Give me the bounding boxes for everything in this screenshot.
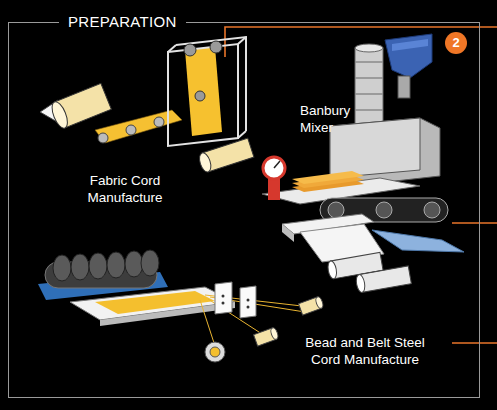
banbury-mixer-part: [282, 224, 294, 242]
banbury-mixer-part: [355, 48, 383, 128]
fabric-cord-machine-part: [49, 83, 111, 130]
banbury-mixer-part: [392, 39, 428, 51]
steel-cord-machine-part: [222, 302, 225, 305]
part-label: Fabric Cord Manufacture: [68, 172, 182, 206]
steel-cord-machine-part: [222, 295, 225, 298]
fabric-cord-machine-part: [184, 44, 196, 56]
banbury-mixer: [262, 34, 464, 293]
banbury-mixer-part: [376, 202, 392, 218]
banbury-mixer-part: [372, 230, 464, 252]
fabric-cord-machine-part-part: [49, 100, 71, 130]
leader-lines: [225, 27, 497, 343]
fabric-cord-machine-part: [168, 37, 246, 146]
fabric-cord-machine-part: [197, 138, 254, 173]
section-heading: PREPARATION: [59, 13, 186, 31]
banbury-mixer-part: [330, 118, 420, 178]
fabric-cord-machine-part-part: [168, 44, 238, 146]
banbury-mixer-part: [355, 44, 383, 52]
steel-cord-machine-part: [247, 299, 250, 302]
steel-cord-machine-part: [215, 282, 232, 314]
steel-cord-machine-part: [125, 251, 143, 277]
banbury-mixer-part: [385, 34, 432, 78]
banbury-mixer-part: [263, 157, 285, 179]
banbury-mixer-part: [398, 76, 410, 98]
steel-cord-machine-part: [141, 250, 159, 276]
fabric-cord-machine-part: [210, 41, 222, 53]
fabric-cord-machine-part: [185, 47, 222, 136]
step-badge: 2: [445, 32, 467, 54]
leader-lines-part: [452, 222, 497, 224]
steel-cord-machine-part: [240, 286, 256, 318]
banbury-mixer-part: [355, 62, 383, 110]
fabric-cord-machine-part: [126, 125, 136, 135]
steel-cord-machine-part: [53, 255, 71, 281]
banbury-mixer-part: [328, 202, 344, 218]
banbury-mixer-part-part: [327, 260, 338, 279]
fabric-cord-machine-part: [98, 133, 108, 143]
callout-number: 2: [452, 36, 459, 50]
fabric-cord-machine-part: [195, 91, 205, 101]
part-label: Banbury Mixer: [300, 102, 372, 136]
banbury-mixer-part-part: [359, 266, 411, 292]
banbury-mixer-part: [274, 161, 280, 168]
leader-lines-part: [452, 342, 497, 344]
banbury-mixer-part: [424, 202, 440, 218]
part-label: Bead and Belt Steel Cord Manufacture: [296, 334, 434, 368]
steel-cord-machine-part: [71, 254, 89, 280]
steel-cord-machine-part-part: [315, 296, 325, 309]
fabric-cord-machine: [40, 37, 254, 173]
steel-cord-machine-part: [299, 296, 325, 315]
steel-cord-machine-part: [107, 252, 125, 278]
steel-cord-machine-part: [95, 291, 215, 314]
fabric-cord-machine-part-part: [168, 37, 246, 138]
steel-cord-machine-part: [205, 342, 225, 362]
steel-cord-machine-part-part: [200, 300, 215, 346]
banbury-mixer-part-part: [355, 274, 366, 293]
fabric-cord-machine-part-part: [197, 151, 213, 173]
steel-cord-machine-part: [247, 306, 250, 309]
steel-cord-machine-part: [89, 253, 107, 279]
banbury-mixer-part: [292, 171, 364, 184]
steel-cord-machine-part: [254, 327, 280, 346]
fabric-cord-machine-part-part: [176, 37, 246, 131]
banbury-mixer-part: [268, 178, 280, 200]
fabric-cord-machine-part: [154, 117, 164, 127]
steel-cord-machine-part: [210, 347, 220, 357]
steel-cord-machine-part-part: [270, 327, 280, 340]
steel-cord-machine: [38, 250, 324, 362]
banbury-mixer-part: [355, 266, 411, 293]
